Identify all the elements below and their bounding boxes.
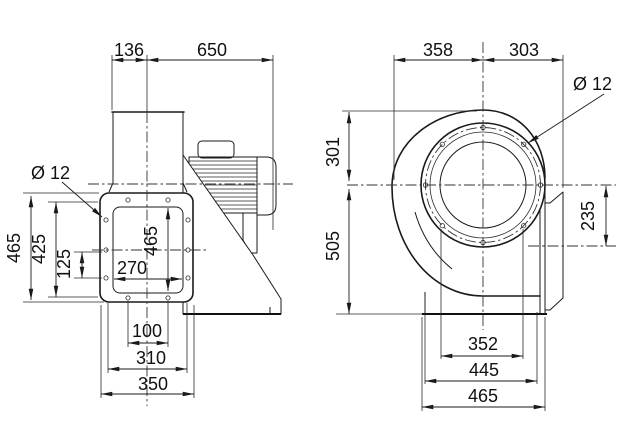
dim-axis-to-right: 303 bbox=[483, 40, 564, 188]
hole-callout-side: Ø 12 bbox=[31, 163, 103, 218]
dim-plate-width: 350 bbox=[100, 305, 195, 398]
dim-label-310: 310 bbox=[136, 348, 166, 368]
dim-label-270: 270 bbox=[117, 258, 147, 278]
dim-label-235: 235 bbox=[578, 201, 598, 231]
scroll-housing bbox=[391, 109, 546, 314]
dim-foot-span: 445 bbox=[424, 296, 538, 384]
dim-label-650: 650 bbox=[197, 40, 227, 60]
motor bbox=[188, 140, 277, 254]
dim-motor-length: 650 bbox=[147, 40, 274, 230]
dim-axis-to-top: 301 bbox=[323, 110, 477, 181]
scroll-inner-wall bbox=[414, 211, 453, 270]
dim-hole-columns-span: 310 bbox=[107, 303, 188, 373]
dim-label-301: 301 bbox=[323, 137, 343, 167]
motor-foot bbox=[242, 212, 258, 254]
dim-label-352: 352 bbox=[468, 334, 498, 354]
dim-label-445: 445 bbox=[469, 360, 499, 380]
dim-label-100: 100 bbox=[132, 321, 162, 341]
motor-terminal-box bbox=[197, 140, 235, 159]
dim-inner-width: 270 bbox=[114, 258, 182, 282]
dim-hole-rows-span: 425 bbox=[29, 201, 98, 298]
dim-label-465-right: 465 bbox=[468, 386, 498, 406]
dim-axis-to-base: 505 bbox=[323, 189, 422, 315]
dim-plate-height: 465 bbox=[4, 192, 104, 303]
dim-inlet-diameter: 352 bbox=[440, 229, 524, 359]
dim-duct-width: 136 bbox=[111, 40, 147, 110]
motor-end-cap bbox=[256, 156, 277, 216]
dim-label-358: 358 bbox=[423, 40, 453, 60]
dim-axis-to-left: 358 bbox=[393, 40, 483, 180]
dim-label-505: 505 bbox=[323, 231, 343, 261]
hole-callout-front: Ø 12 bbox=[527, 74, 612, 144]
side-view: 136 650 Ø 12 465 425 125 bbox=[4, 40, 293, 406]
dim-label-303: 303 bbox=[509, 40, 539, 60]
dim-label-dia12-side: Ø 12 bbox=[31, 163, 70, 183]
dim-label-465-inner: 465 bbox=[141, 226, 161, 256]
front-view: 358 303 Ø 12 301 505 235 bbox=[323, 40, 616, 411]
dim-label-136: 136 bbox=[114, 40, 144, 60]
dim-axis-to-outlet: 235 bbox=[578, 186, 609, 246]
dim-inner-height: 465 bbox=[141, 208, 171, 291]
dim-label-425: 425 bbox=[29, 234, 49, 264]
plate-bolt-holes bbox=[103, 197, 191, 301]
dim-label-dia12-front: Ø 12 bbox=[573, 74, 612, 94]
dim-label-465-left: 465 bbox=[4, 233, 24, 263]
dim-hole-row-offset: 125 bbox=[54, 249, 102, 279]
dim-bottom-hole-spacing: 100 bbox=[127, 301, 169, 347]
dim-label-125: 125 bbox=[54, 249, 74, 279]
dim-label-350: 350 bbox=[138, 374, 168, 394]
outlet-duct bbox=[108, 111, 188, 193]
outlet-flange bbox=[545, 191, 564, 311]
dim-base-width: 465 bbox=[421, 317, 546, 411]
